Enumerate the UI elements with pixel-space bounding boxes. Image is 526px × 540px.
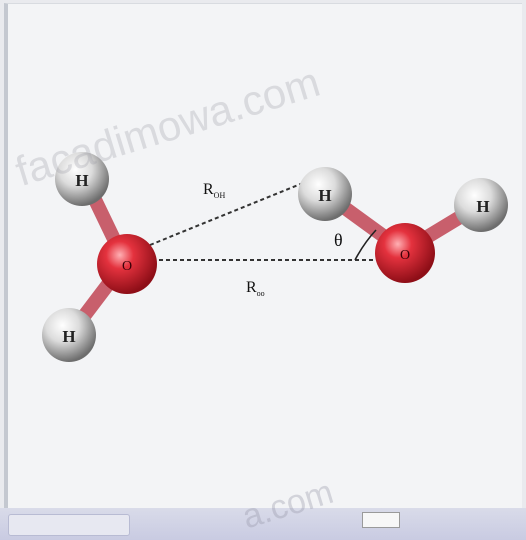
atom-label-o1: O	[122, 259, 132, 274]
oxygen-atom-1	[97, 234, 157, 294]
hydrogen-atom-3	[298, 167, 352, 221]
bottom-tab	[8, 514, 130, 536]
bottom-bar	[0, 508, 526, 540]
r-oo-label: Roo	[246, 279, 265, 298]
r-oh-label: ROH	[203, 181, 225, 200]
atom-label-h4: H	[476, 197, 489, 216]
atom-label-o2: O	[400, 248, 410, 263]
hydrogen-atom-4	[454, 178, 508, 232]
atom-label-h3: H	[318, 186, 331, 205]
hydrogen-atom-2	[42, 308, 96, 362]
bottom-slot	[362, 512, 400, 528]
angle-arc	[354, 229, 377, 261]
r-oh-dashed-line	[149, 182, 304, 246]
atom-label-h1: H	[75, 171, 88, 190]
angle-theta-label: θ	[334, 230, 343, 250]
oxygen-atom-2	[375, 223, 435, 283]
diagram-frame	[4, 3, 522, 511]
hydrogen-atom-1	[55, 152, 109, 206]
atom-label-h2: H	[62, 327, 75, 346]
